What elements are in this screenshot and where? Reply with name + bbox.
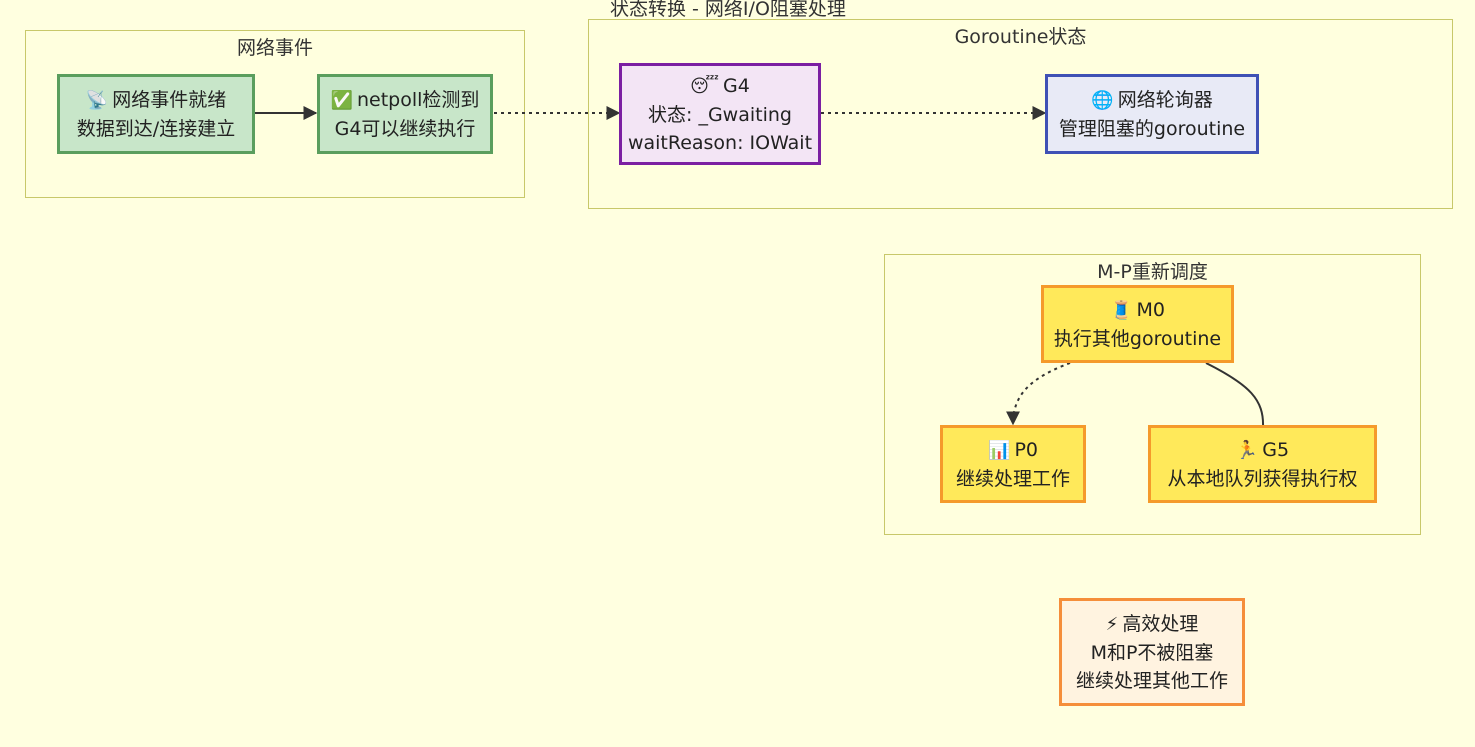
cluster-label: Goroutine状态 <box>954 26 1087 48</box>
thread-icon: 🧵 <box>1110 299 1133 321</box>
node-g5: 🏃G5 从本地队列获得执行权 <box>1148 425 1377 503</box>
node-network-event-ready: 📡网络事件就绪 数据到达/连接建立 <box>57 74 255 154</box>
cluster-label: 网络事件 <box>236 37 313 59</box>
diagram-title: 状态转换 - 网络I/O阻塞处理 <box>610 0 846 20</box>
satellite-icon: 📡 <box>85 89 109 111</box>
node-p0: 📊P0 继续处理工作 <box>940 425 1086 503</box>
node-m0: 🧵M0 执行其他goroutine <box>1041 285 1234 363</box>
node-g4: 😴G4 状态: _Gwaiting waitReason: IOWait <box>619 63 821 165</box>
node-network-poller: 🌐网络轮询器 管理阻塞的goroutine <box>1045 74 1259 154</box>
cluster-label: M-P重新调度 <box>1097 261 1208 283</box>
node-netpoll-detected: ✅netpoll检测到 G4可以继续执行 <box>317 74 493 154</box>
bar-chart-icon: 📊 <box>988 439 1011 461</box>
runner-icon: 🏃 <box>1235 439 1259 461</box>
sleeping-face-icon: 😴 <box>690 75 720 97</box>
globe-icon: 🌐 <box>1091 89 1114 111</box>
node-efficient-processing: ⚡高效处理 M和P不被阻塞 继续处理其他工作 <box>1059 598 1245 706</box>
check-icon: ✅ <box>330 89 353 111</box>
lightning-icon: ⚡ <box>1105 613 1119 635</box>
